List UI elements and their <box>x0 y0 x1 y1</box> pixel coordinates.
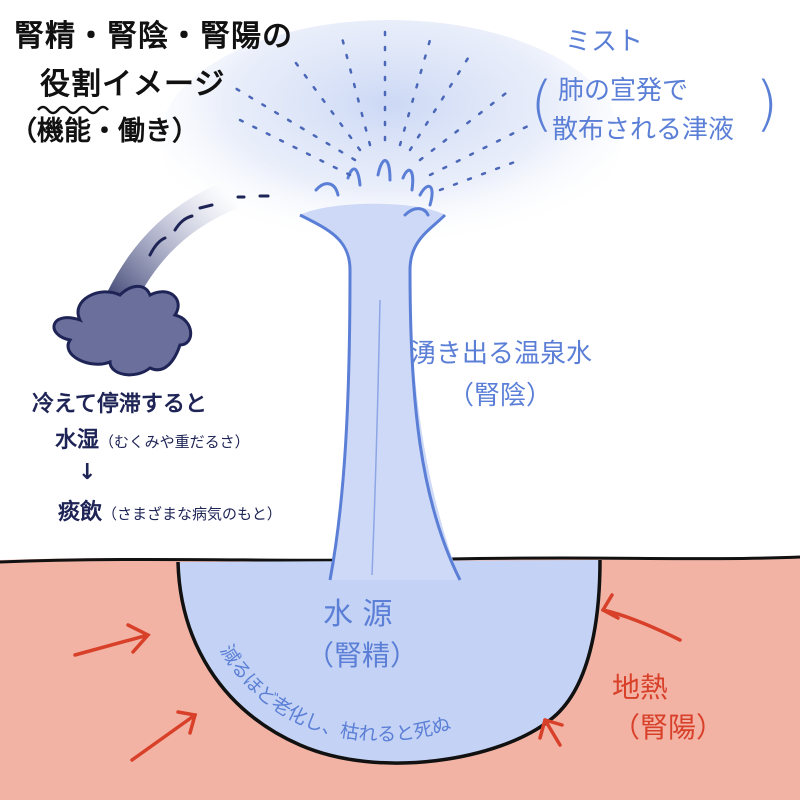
fountain-label: 湧き出る温泉水 <box>410 339 593 369</box>
stagnation-line2: 水湿（むくみや重だるさ） <box>55 428 250 453</box>
underline-wave <box>37 105 109 115</box>
fountain-sub: （腎陰） <box>448 381 553 411</box>
source-sub: （腎精） <box>306 639 419 672</box>
title-line3: （機能・働き） <box>10 116 199 147</box>
heat-arrows <box>73 593 682 762</box>
phlegm-note: （さまざまな病気のもと） <box>102 505 282 523</box>
title-line2: 役割イメージ <box>40 67 226 102</box>
mist-desc-line1: 肺の宣発で <box>558 76 689 106</box>
splash-strokes <box>314 159 434 217</box>
mist-paren-close: ) <box>755 69 779 139</box>
heat-sub: （腎陽） <box>612 711 725 744</box>
stagnation-arrow: ↓ <box>78 460 97 485</box>
heat-label: 地熱 <box>612 671 669 704</box>
phlegm-blob <box>52 284 193 377</box>
title-line1: 腎精・腎陰・腎陽の <box>14 19 293 54</box>
fountain-column <box>300 203 460 580</box>
stagnation-line3: 痰飲（さまざまな病気のもと） <box>58 500 282 525</box>
mist-desc-line2: 散布される津液 <box>552 115 735 145</box>
dampness-note: （むくみや重だるさ） <box>99 433 250 451</box>
mist-paren-open: ( <box>530 69 554 139</box>
smoke-trail <box>105 180 245 315</box>
stagnation-line1: 冷えて停滞すると <box>32 392 207 417</box>
mist-cloud <box>160 20 620 260</box>
phlegm-term: 痰飲 <box>58 500 103 525</box>
mist-label: ミスト <box>565 27 644 57</box>
water-source-basin <box>178 560 600 764</box>
mist-spray-lines <box>228 28 532 192</box>
source-label: 水 源 <box>323 597 393 632</box>
dampness-term: 水湿 <box>55 428 100 453</box>
